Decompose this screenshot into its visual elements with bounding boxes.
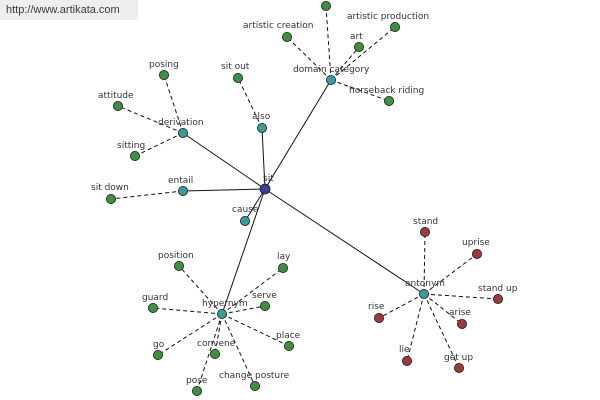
node-stand-up[interactable] [492,293,503,304]
label-stand: stand [413,217,438,227]
label-artistic-creation: artistic creation [243,21,314,31]
node-hypernym[interactable] [216,308,227,319]
node-lay[interactable] [277,262,288,273]
node-domain-category[interactable] [325,75,336,86]
label-lay: lay [277,252,291,262]
edge-antonym-arise [423,293,463,325]
node-also[interactable] [256,123,267,134]
edge-sit-cause [244,188,266,222]
edge-hypernym-change-posture [221,313,256,387]
watermark-url: http://www.artikata.com [0,0,138,20]
edge-sit-domain-category [264,79,332,190]
label-art: art [350,32,363,42]
label-antonym: antonym [405,279,445,289]
node-convene[interactable] [209,348,220,359]
edge-hypernym-lay [221,267,284,315]
node-change-posture[interactable] [249,380,260,391]
label-lie: lie [399,345,410,355]
node-stand[interactable] [419,226,430,237]
node-antonym[interactable] [418,288,429,299]
edge-sit-also [261,127,266,190]
edge-hypernym-position [178,265,223,315]
edge-derivation-posing [163,74,184,134]
node-entail[interactable] [177,185,188,196]
node-artistic-creation[interactable] [281,32,292,43]
edge-antonym-stand-up [423,293,499,300]
label-go: go [153,340,165,350]
label-change-posture: change posture [219,371,290,381]
node-pose[interactable] [191,385,202,396]
edge-hypernym-place [221,313,290,347]
edge-hypernym-go [157,313,223,356]
node-position[interactable] [173,260,184,271]
edge-sit-hypernym [221,188,266,315]
label-get-up: get up [444,353,473,363]
edge-antonym-rise [378,293,425,319]
node-lie[interactable] [401,355,412,366]
label-arise: arise [449,308,471,318]
node-place[interactable] [283,340,294,351]
node-uprise[interactable] [471,248,482,259]
node-horseback-riding[interactable] [383,96,394,107]
label-serve: serve [252,291,277,301]
label-horseback-riding: horseback riding [349,86,424,96]
edge-antonym-lie [406,293,425,362]
label-attitude: attitude [98,91,134,101]
label-uprise: uprise [462,238,490,248]
node-sit-out[interactable] [232,73,243,84]
edge-derivation-sitting [134,132,184,157]
edge-sit-antonym [264,188,425,295]
label-pose: pose [186,376,208,386]
label-derivation: derivation [158,118,204,128]
edge-hypernym-serve [221,305,266,315]
edge-domain-category-art [330,46,360,81]
label-place: place [276,331,301,341]
edge-domain-category-artistic-creation [286,36,332,81]
node-cause[interactable] [239,215,250,226]
node-art[interactable] [353,42,364,53]
edge-antonym-stand [423,231,426,295]
label-entail: entail [168,176,193,186]
node-serve[interactable] [259,300,270,311]
label-hypernym: hypernym [202,299,248,309]
edge-sit-entail [182,188,266,192]
label-stand-up: stand up [478,284,518,294]
label-domain-category: domain category [293,65,370,75]
edge-hypernym-guard [152,307,223,315]
label-sitting: sitting [117,141,145,151]
label-convene: convene [197,339,236,349]
label-sit-out: sit out [221,62,250,72]
node-rise[interactable] [373,312,384,323]
node-guard[interactable] [147,302,158,313]
edge-domain-category-horseback-riding [330,79,390,102]
node-dc-blank[interactable] [320,1,331,11]
node-go[interactable] [152,349,163,360]
label-sit: sit [263,174,274,184]
node-derivation[interactable] [177,127,188,138]
label-artistic-production: artistic production [347,12,429,22]
node-sitting[interactable] [129,150,140,161]
node-artistic-production[interactable] [389,21,400,32]
edge-entail-sit-down [110,190,184,200]
node-posing[interactable] [158,70,169,81]
edge-domain-category-dc-blank [325,5,332,81]
edge-sit-derivation [182,132,266,190]
label-rise: rise [368,302,385,312]
label-sit-down: sit down [91,183,129,193]
edge-derivation-attitude [117,105,184,134]
label-position: position [158,251,194,261]
label-guard: guard [142,293,168,303]
label-posing: posing [149,60,179,70]
node-get-up[interactable] [453,362,464,373]
edge-also-sit-out [237,77,263,129]
label-also: also [252,112,271,122]
node-sit[interactable] [259,183,271,195]
node-sit-down[interactable] [106,193,117,204]
node-arise[interactable] [456,318,467,329]
label-cause: cause [232,205,259,215]
node-attitude[interactable] [113,101,124,112]
